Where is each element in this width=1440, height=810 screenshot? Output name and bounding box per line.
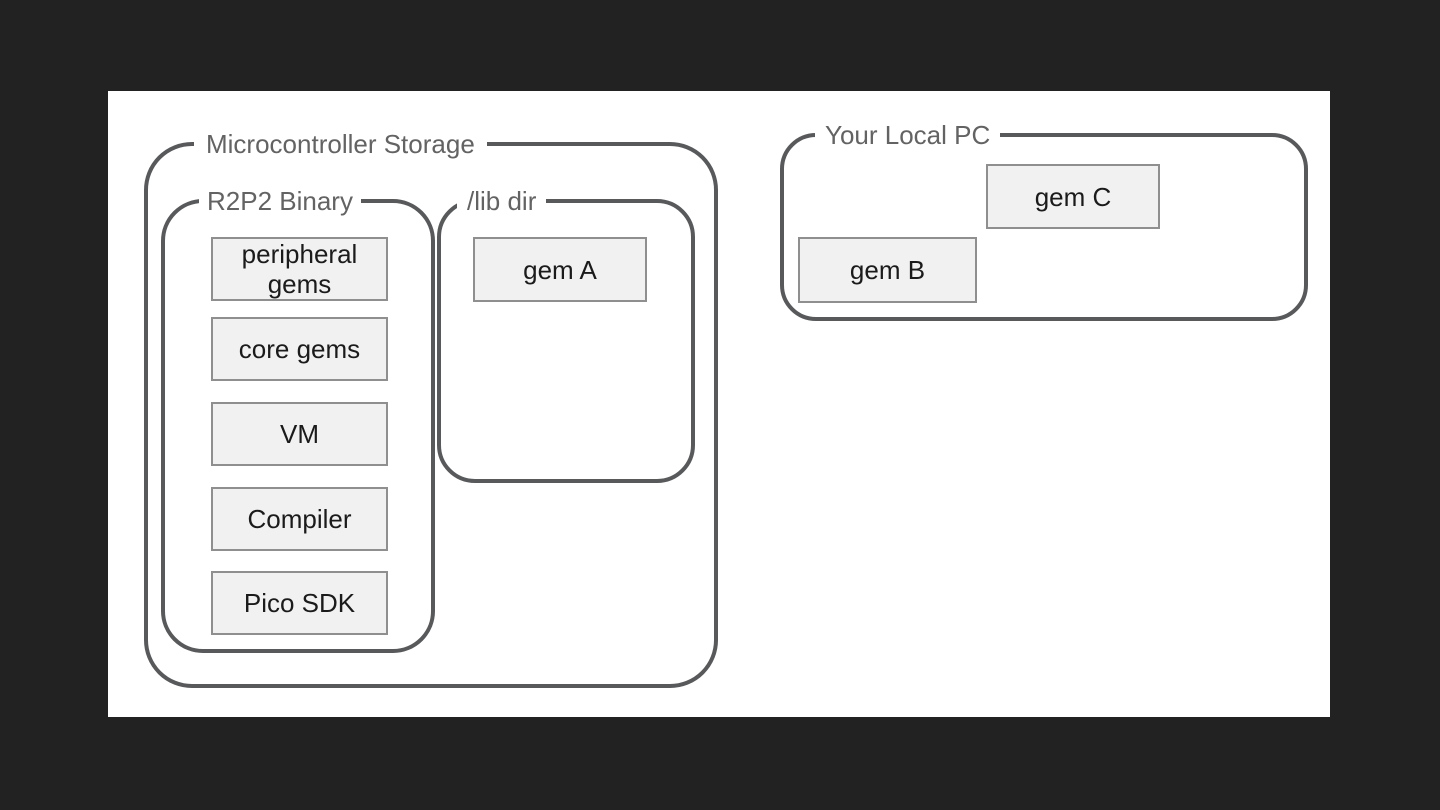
group-r2p2-binary: R2P2 Binary peripheral gems core gems VM… (161, 185, 435, 653)
group-your-local-pc: Your Local PC gem C gem B (780, 119, 1308, 321)
box-gem-b: gem B (798, 237, 977, 303)
box-pico-sdk: Pico SDK (211, 571, 388, 635)
box-compiler: Compiler (211, 487, 388, 551)
group-label-your-local-pc: Your Local PC (815, 119, 1001, 151)
box-vm: VM (211, 402, 388, 466)
box-core-gems: core gems (211, 317, 388, 381)
group-lib-dir: /lib dir gem A (437, 185, 695, 483)
box-gem-a: gem A (473, 237, 647, 302)
box-peripheral-gems: peripheral gems (211, 237, 388, 301)
group-label-microcontroller-storage: Microcontroller Storage (194, 128, 487, 160)
group-microcontroller-storage: Microcontroller Storage R2P2 Binary peri… (144, 128, 718, 688)
group-label-r2p2-binary: R2P2 Binary (199, 185, 361, 217)
group-label-lib-dir: /lib dir (457, 185, 547, 217)
slide-canvas: Microcontroller Storage R2P2 Binary peri… (108, 91, 1330, 717)
box-gem-c: gem C (986, 164, 1160, 229)
